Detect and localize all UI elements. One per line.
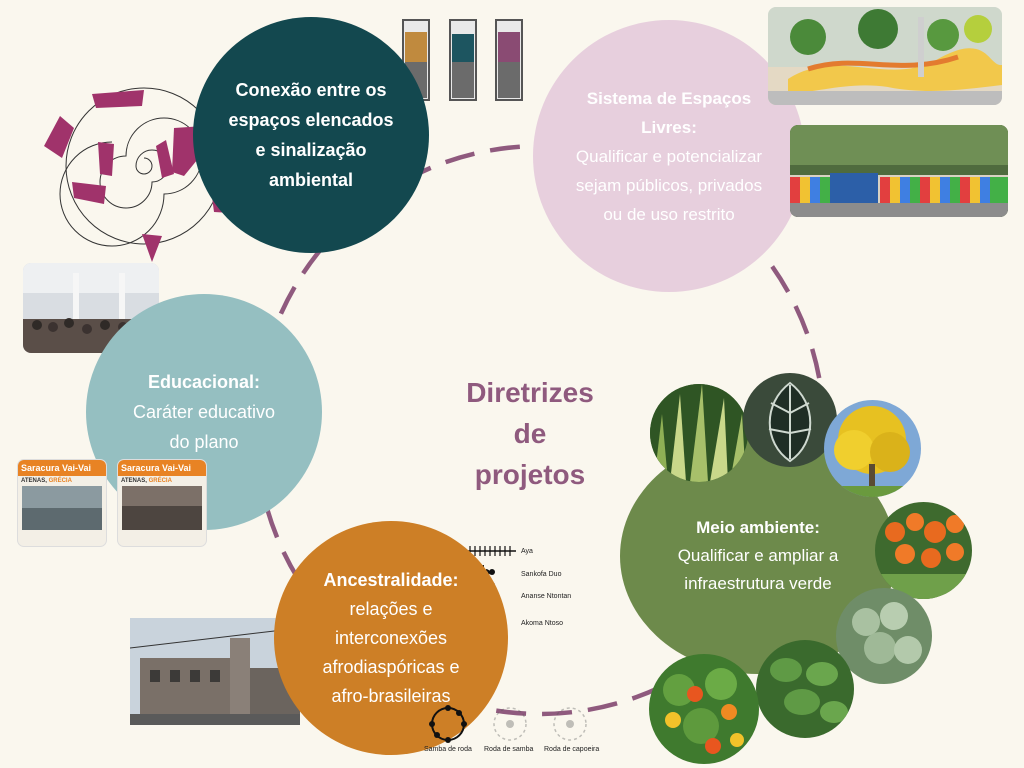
node-conexao: Conexão entre os espaços elencados e sin… <box>193 17 429 253</box>
poster-2-header: Saracura Vai-Vai <box>118 460 206 476</box>
meio-ambiente-line-1: Qualificar e ampliar a <box>677 546 839 565</box>
plant-photo-snake-plant <box>650 384 748 482</box>
educacional-line-1: Caráter educativo <box>132 402 276 422</box>
samba-de-roda-icon <box>429 705 467 743</box>
ancestralidade-line-3: afrodiaspóricas e <box>322 656 460 677</box>
diagram-title: Diretrizes de projetos <box>440 372 620 495</box>
park-rendering-photo <box>768 7 1002 105</box>
poster-1-headline-b: GRÉCIA <box>48 478 72 484</box>
roda-label-roda-de-capoeira: Roda de capoeira <box>544 746 600 753</box>
roda-icons <box>429 705 587 743</box>
plant-photo-yellow-ipe <box>824 400 921 497</box>
ancestralidade-line-4: afro-brasileiras <box>331 685 451 706</box>
plant-photo-rue <box>836 588 932 684</box>
roda-de-samba-icon <box>493 707 527 741</box>
plant-photo-alocasia <box>743 373 837 467</box>
poster-1-headline-a: ATENAS, <box>21 478 47 484</box>
title-line-2: de <box>513 418 547 449</box>
roda-label-roda-de-samba: Roda de samba <box>484 746 534 753</box>
sistema-line-1: Qualificar e potencializar <box>575 146 763 166</box>
meio-ambiente-line-2: infraestrutura verde <box>684 574 832 593</box>
adinkra-label-aya: Aya <box>521 548 533 555</box>
conexao-line-4: ambiental <box>268 170 354 190</box>
ancestralidade-title: Ancestralidade: <box>323 569 459 590</box>
poster-2-headline-a: ATENAS, <box>121 478 147 484</box>
sistema-line-3: ou de uso restrito <box>603 204 735 224</box>
sistema-line-2: sejam públicos, privados <box>575 175 763 195</box>
conexao-line-1: Conexão entre os <box>235 80 387 100</box>
meio-ambiente-title: Meio ambiente: <box>696 518 820 537</box>
educacional-title: Educacional: <box>147 372 261 392</box>
swatch-tube-teal <box>449 19 477 101</box>
poster-1-header: Saracura Vai-Vai <box>18 460 106 476</box>
node-sistema-espacos-livres: Sistema de Espaços Livres: Qualificar e … <box>533 20 805 292</box>
ancestralidade-line-1: relações e <box>349 598 433 619</box>
adinkra-label-sankofa: Sankofa Duo <box>521 571 562 578</box>
title-line-1: Diretrizes <box>466 377 594 408</box>
poster-saracura-1: Saracura Vai-Vai ATENAS, GRÉCIA <box>18 460 106 546</box>
plant-photo-mint <box>756 640 854 738</box>
adinkra-label-ananse: Ananse Ntontan <box>521 593 572 600</box>
sistema-title-1: Sistema de Espaços <box>586 88 752 108</box>
street-building-photo <box>130 618 300 725</box>
roda-de-capoeira-icon <box>553 707 587 741</box>
adinkra-label-akoma: Akoma Ntoso <box>521 620 564 627</box>
sistema-title-2: Livres: <box>641 117 697 137</box>
title-line-3: projetos <box>474 459 586 490</box>
educacional-line-2: do plano <box>169 432 239 452</box>
poster-saracura-2: Saracura Vai-Vai ATENAS, GRÉCIA <box>118 460 206 546</box>
plant-photo-nasturtium <box>649 654 759 764</box>
colorful-fence-photo <box>790 125 1008 217</box>
swatch-tube-plum <box>495 19 523 101</box>
ancestralidade-line-2: interconexões <box>334 627 448 648</box>
roda-label-samba-de-roda: Samba de roda <box>424 746 472 753</box>
conexao-line-2: espaços elencados <box>228 110 394 130</box>
node-ancestralidade: Ancestralidade: relações e interconexões… <box>274 521 508 755</box>
conexao-line-3: e sinalização <box>255 140 367 160</box>
plant-photo-orange-flowers <box>875 502 972 599</box>
poster-2-headline-b: GRÉCIA <box>148 478 172 484</box>
